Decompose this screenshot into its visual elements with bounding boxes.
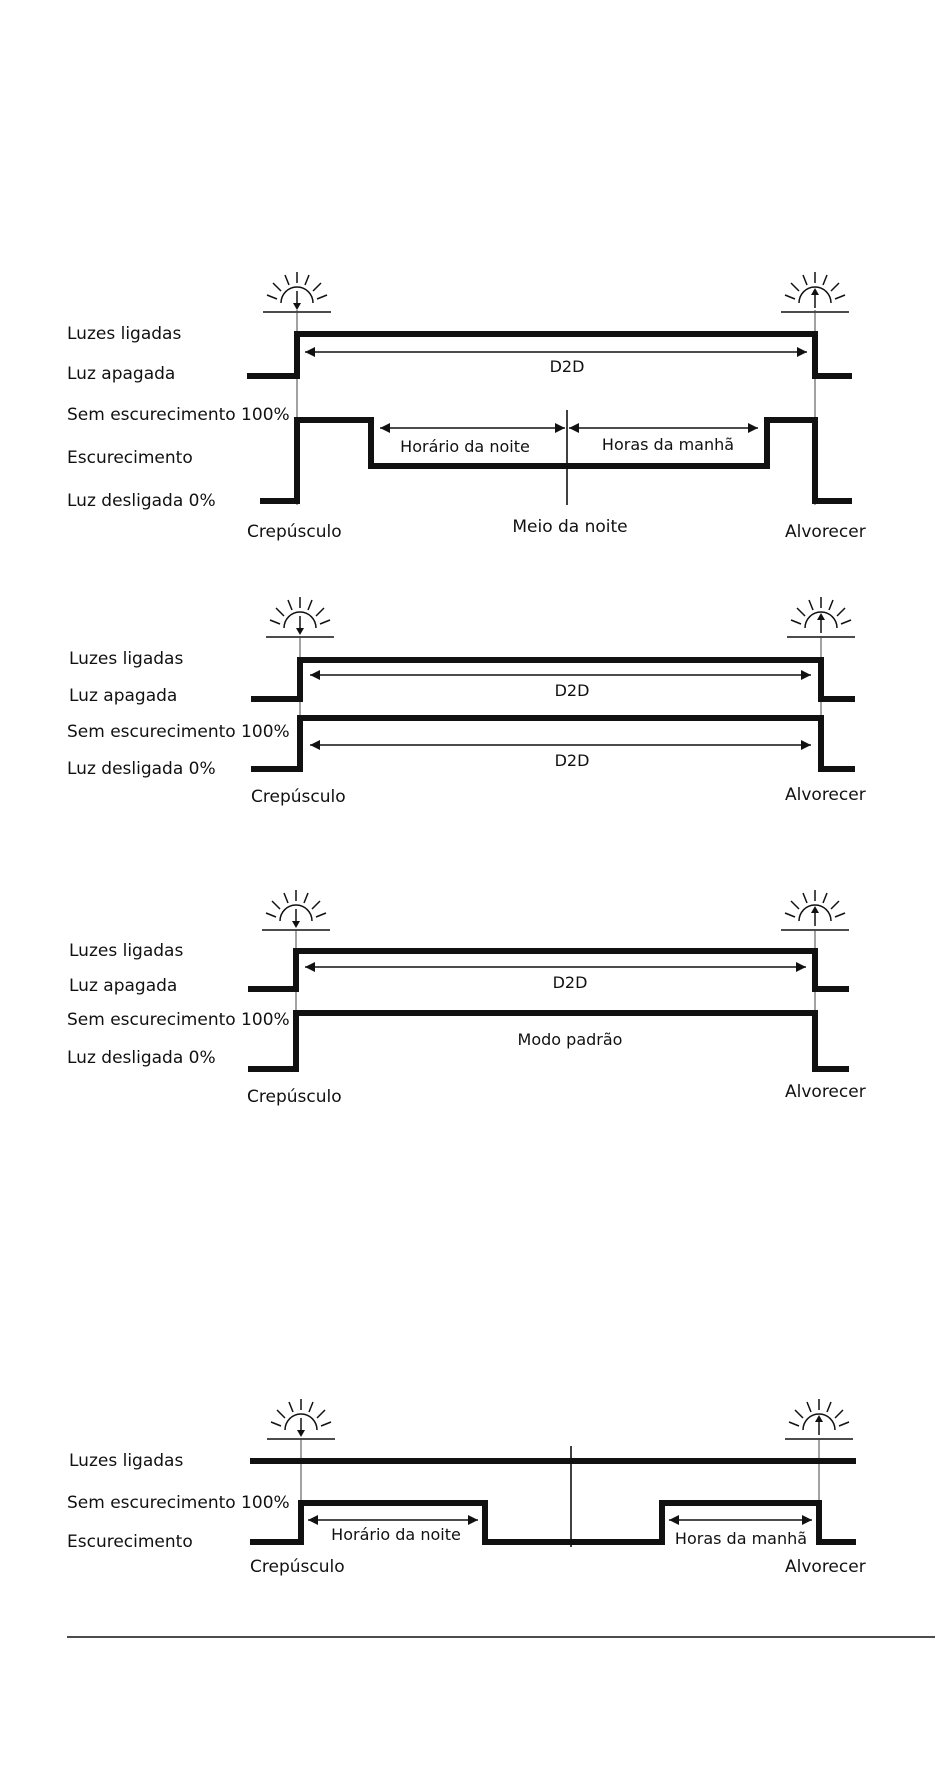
label-no-dimming: Sem escurecimento 100%	[67, 405, 290, 425]
d2d-label: D2D	[555, 751, 590, 770]
d2d-label: D2D	[555, 681, 590, 700]
d2d-waveform	[251, 657, 855, 702]
label-lights-on: Luzes ligadas	[69, 649, 183, 669]
d2d-label: D2D	[550, 357, 585, 376]
label-dimming: Escurecimento	[67, 448, 193, 468]
night-hours-label: Horário da noite	[400, 437, 530, 456]
label-light-off: Luz apagada	[69, 686, 177, 706]
sunrise-icon	[781, 272, 849, 313]
night-hours-label: Horário da noite	[331, 1525, 461, 1544]
night-hours-arrow	[380, 423, 565, 433]
midnight-label: Meio da noite	[512, 517, 627, 537]
diagram-night-morning-mode: Luzes ligadas Sem escurecimento 100% Esc…	[67, 1399, 866, 1577]
morning-hours-arrow	[569, 423, 758, 433]
diagram-d2d-no-dimming: Luzes ligadas Luz apagada Sem escurecime…	[67, 597, 866, 807]
dawn-label: Alvorecer	[785, 1557, 866, 1577]
default-mode-label: Modo padrão	[518, 1030, 623, 1049]
morning-hours-label: Horas da manhã	[602, 435, 734, 454]
diagram-default-mode: Luzes ligadas Luz apagada Sem escurecime…	[67, 890, 866, 1107]
label-lights-on: Luzes ligadas	[67, 324, 181, 344]
sunset-icon	[262, 890, 330, 931]
night-hours-arrow	[308, 1515, 478, 1525]
dawn-label: Alvorecer	[785, 785, 866, 805]
diagram-d2d-with-dimming: Luzes ligadas Luz apagada Sem escurecime…	[67, 272, 866, 542]
morning-hours-label: Horas da manhã	[675, 1529, 807, 1548]
dusk-label: Crepúsculo	[250, 1557, 345, 1577]
sunrise-icon	[787, 597, 855, 638]
d2d-label: D2D	[553, 973, 588, 992]
label-light-off-0: Luz desligada 0%	[67, 491, 216, 511]
sunrise-icon	[785, 1399, 853, 1440]
dusk-label: Crepúsculo	[251, 787, 346, 807]
label-lights-on: Luzes ligadas	[69, 1451, 183, 1471]
label-light-off: Luz apagada	[67, 364, 175, 384]
label-no-dimming: Sem escurecimento 100%	[67, 1010, 290, 1030]
dusk-label: Crepúsculo	[247, 522, 342, 542]
label-no-dimming: Sem escurecimento 100%	[67, 722, 290, 742]
dimming-waveform	[250, 1500, 856, 1545]
d2d-arrow	[310, 740, 811, 750]
morning-hours-arrow	[669, 1515, 812, 1525]
sunset-icon	[263, 272, 331, 313]
d2d-waveform	[247, 331, 852, 379]
sunrise-icon	[781, 890, 849, 931]
d2d-arrow	[305, 347, 807, 357]
label-lights-on: Luzes ligadas	[69, 941, 183, 961]
default-mode-waveform	[248, 1010, 849, 1072]
dusk-label: Crepúsculo	[247, 1087, 342, 1107]
label-light-off: Luz apagada	[69, 976, 177, 996]
dawn-label: Alvorecer	[785, 1082, 866, 1102]
dimming-waveform	[251, 715, 855, 772]
dimming-waveform	[260, 417, 852, 504]
d2d-arrow	[310, 670, 811, 680]
sunset-icon	[266, 597, 334, 638]
dawn-label: Alvorecer	[785, 522, 866, 542]
label-dimming: Escurecimento	[67, 1532, 193, 1552]
sunset-icon	[267, 1399, 335, 1440]
label-no-dimming: Sem escurecimento 100%	[67, 1493, 290, 1513]
label-light-off-0: Luz desligada 0%	[67, 759, 216, 779]
label-light-off-0: Luz desligada 0%	[67, 1048, 216, 1068]
d2d-waveform	[248, 948, 849, 992]
d2d-arrow	[305, 962, 806, 972]
